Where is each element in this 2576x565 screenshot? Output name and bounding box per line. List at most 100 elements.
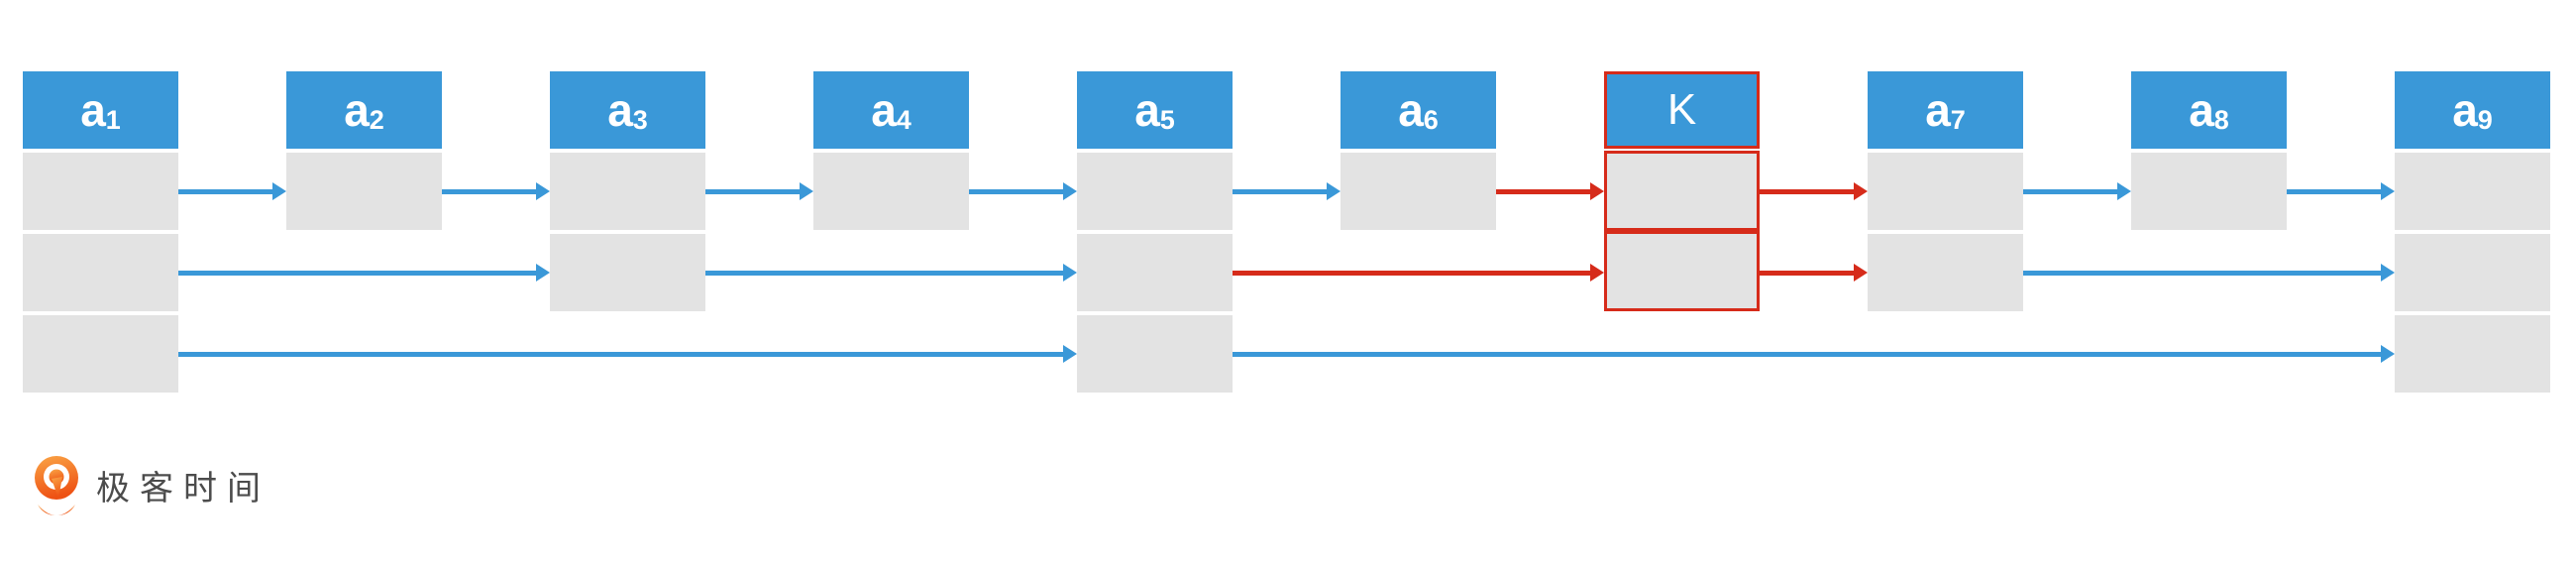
arrow-shaft — [178, 188, 274, 194]
arrow-shaft — [178, 351, 1065, 357]
node-a5-label: a — [1134, 84, 1160, 136]
node-a8-label: a — [2189, 84, 2214, 136]
node-K-cell-level2 — [1604, 231, 1760, 311]
node-a5-cell-level3 — [1077, 315, 1233, 393]
arrow-a5-a9-level3 — [1233, 345, 2395, 363]
arrow-a1-a3-level2 — [178, 264, 550, 282]
arrow-shaft — [1496, 188, 1592, 194]
node-a7-label-subscript: 7 — [1950, 104, 1966, 135]
node-a6-cell-level1 — [1341, 153, 1496, 230]
node-a9-cell-level2 — [2395, 234, 2550, 311]
node-a1-cell-level3 — [23, 315, 178, 393]
node-a5-cell-level1 — [1077, 153, 1233, 230]
node-a3-label-subscript: 3 — [632, 104, 648, 135]
node-a6-label-subscript: 6 — [1423, 104, 1439, 135]
arrow-head — [1327, 182, 1341, 200]
arrow-a1-a5-level3 — [178, 345, 1077, 363]
node-a4-label-subscript: 4 — [896, 104, 912, 135]
node-a7-label: a — [1925, 84, 1951, 136]
arrow-shaft — [1760, 270, 1856, 276]
node-a9-cell-level1 — [2395, 153, 2550, 230]
arrow-a7-a9-level2 — [2023, 264, 2395, 282]
arrow-head — [536, 182, 550, 200]
arrow-head — [2381, 345, 2395, 363]
arrow-shaft — [1233, 270, 1592, 276]
arrow-K-a7-level2 — [1760, 264, 1868, 282]
node-a5-cell-level2 — [1077, 234, 1233, 311]
arrow-shaft — [969, 188, 1065, 194]
arrow-a3-a4-level1 — [705, 182, 813, 200]
node-a7-cell-level2 — [1868, 234, 2023, 311]
arrow-a1-a2-level1 — [178, 182, 286, 200]
arrow-head — [2381, 182, 2395, 200]
node-a9-label: a — [2452, 84, 2478, 136]
arrow-shaft — [178, 270, 538, 276]
node-a8-label-subscript: 8 — [2213, 104, 2229, 135]
arrow-shaft — [1760, 188, 1856, 194]
node-a3-label: a — [607, 84, 633, 136]
arrow-head — [1063, 345, 1077, 363]
arrow-a8-a9-level1 — [2287, 182, 2395, 200]
node-a9-label-subscript: 9 — [2477, 104, 2493, 135]
node-a4-label: a — [871, 84, 897, 136]
arrow-a5-K-level2 — [1233, 264, 1604, 282]
arrow-shaft — [2023, 188, 2119, 194]
arrow-a7-a8-level1 — [2023, 182, 2131, 200]
node-a9-cell-level3 — [2395, 315, 2550, 393]
node-a2-label-subscript: 2 — [369, 104, 384, 135]
node-a1-cell-level2 — [23, 234, 178, 311]
node-K-label: K — [1666, 85, 1697, 134]
geektime-logo-icon — [35, 456, 78, 515]
node-a3-cell-level1 — [550, 153, 705, 230]
arrow-shaft — [2023, 270, 2383, 276]
arrow-head — [2381, 264, 2395, 282]
node-a8-cell-level1 — [2131, 153, 2287, 230]
arrow-head — [536, 264, 550, 282]
arrow-shaft — [2287, 188, 2383, 194]
node-K-header: K — [1604, 71, 1760, 149]
arrow-a4-a5-level1 — [969, 182, 1077, 200]
arrow-a3-a5-level2 — [705, 264, 1077, 282]
arrow-head — [2117, 182, 2131, 200]
node-a1-label-subscript: 1 — [105, 104, 121, 135]
geektime-logo-text: 极客时间 — [96, 470, 270, 508]
arrow-head — [1854, 264, 1868, 282]
arrow-K-a7-level1 — [1760, 182, 1868, 200]
arrow-head — [1590, 264, 1604, 282]
node-a6-label: a — [1398, 84, 1424, 136]
arrow-a2-a3-level1 — [442, 182, 550, 200]
arrow-head — [1063, 182, 1077, 200]
node-a4-cell-level1 — [813, 153, 969, 230]
node-a1-cell-level1 — [23, 153, 178, 230]
arrow-head — [1590, 182, 1604, 200]
arrow-head — [1063, 264, 1077, 282]
arrow-shaft — [1233, 351, 2383, 357]
node-a2-label: a — [344, 84, 370, 136]
node-K-cell-level1 — [1604, 151, 1760, 231]
arrow-head — [800, 182, 813, 200]
node-a1-label: a — [80, 84, 106, 136]
arrow-a6-K-level1 — [1496, 182, 1604, 200]
arrow-shaft — [705, 270, 1065, 276]
node-a5-label-subscript: 5 — [1159, 104, 1175, 135]
node-a2-cell-level1 — [286, 153, 442, 230]
node-a7-cell-level1 — [1868, 153, 2023, 230]
geektime-logo: 极客时间 — [33, 454, 270, 523]
arrow-shaft — [1233, 188, 1329, 194]
arrow-head — [1854, 182, 1868, 200]
node-a3-cell-level2 — [550, 234, 705, 311]
arrow-shaft — [705, 188, 802, 194]
arrow-a5-a6-level1 — [1233, 182, 1341, 200]
arrow-shaft — [442, 188, 538, 194]
